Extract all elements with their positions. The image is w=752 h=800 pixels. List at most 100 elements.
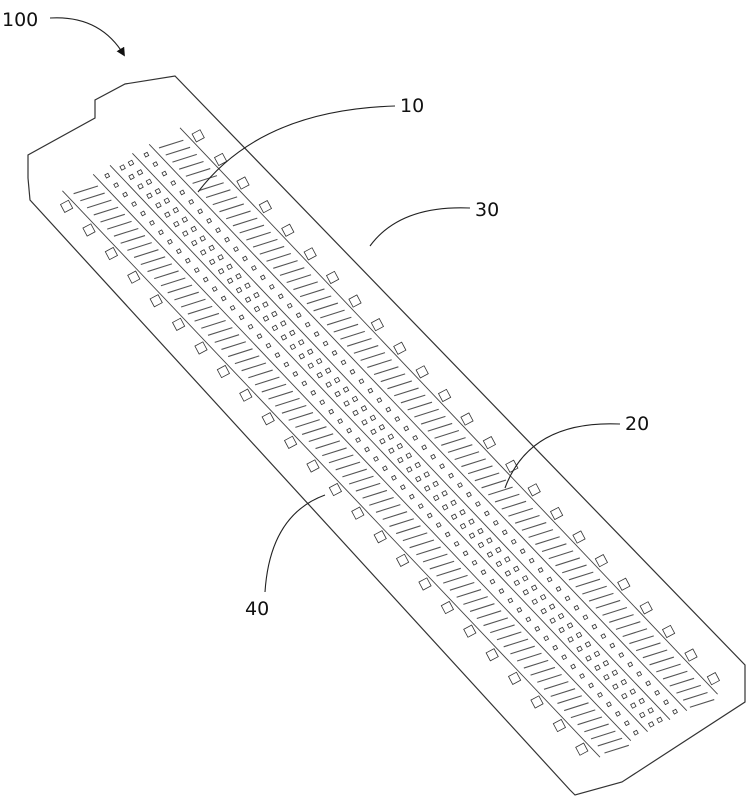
slot <box>181 216 189 223</box>
slot <box>507 597 514 604</box>
slot <box>629 688 637 695</box>
slot <box>492 519 499 526</box>
slot <box>706 672 721 686</box>
slot <box>558 626 565 634</box>
edge-line <box>543 681 569 690</box>
slot <box>370 428 377 436</box>
slot <box>140 210 146 217</box>
slot <box>414 461 421 469</box>
slot <box>457 482 463 489</box>
slot <box>301 380 308 387</box>
edge-line <box>346 337 372 347</box>
edge-line <box>315 440 341 450</box>
edge-line <box>395 525 421 535</box>
slot <box>373 455 379 462</box>
edge-line <box>288 412 314 421</box>
slot <box>137 183 144 190</box>
slot <box>606 701 612 708</box>
slot <box>572 530 586 544</box>
slot <box>630 702 637 709</box>
slot <box>352 409 359 417</box>
slot <box>504 570 512 577</box>
slot <box>421 444 428 451</box>
slot <box>594 554 609 568</box>
slot <box>573 604 580 611</box>
edge-line <box>93 206 119 216</box>
edge-line <box>514 514 540 524</box>
slot <box>226 277 234 284</box>
slot <box>274 352 281 358</box>
slot <box>261 412 275 426</box>
edge-line <box>160 277 186 287</box>
slot <box>557 612 565 620</box>
slot <box>588 682 594 689</box>
slot <box>459 522 467 530</box>
slot <box>399 484 406 491</box>
edge-line <box>689 699 715 708</box>
slot <box>333 376 341 384</box>
slot <box>289 343 297 351</box>
slot <box>537 567 544 573</box>
slot <box>164 211 171 218</box>
edge-line <box>348 475 374 485</box>
slot <box>450 513 458 520</box>
slot <box>367 387 374 394</box>
edge-line <box>588 592 614 602</box>
slot <box>567 636 574 643</box>
edge-line <box>682 691 708 701</box>
slot <box>280 320 287 327</box>
edge-line <box>239 224 265 234</box>
slot <box>376 397 383 404</box>
slot <box>477 541 485 549</box>
slot <box>262 315 270 322</box>
slot <box>239 388 253 402</box>
edge-line <box>275 397 300 407</box>
slot <box>171 317 186 331</box>
slot <box>253 305 261 313</box>
slot <box>281 223 295 237</box>
slot <box>387 433 395 440</box>
edge-line <box>205 189 231 199</box>
slot <box>331 350 338 356</box>
edge-line <box>254 376 280 386</box>
slot <box>534 625 541 632</box>
slot <box>351 395 359 403</box>
edge-line <box>528 529 554 538</box>
edge-line <box>429 560 455 570</box>
slot <box>295 312 302 319</box>
edge-line <box>342 468 367 478</box>
slot <box>382 465 388 472</box>
slot <box>143 151 150 158</box>
edge-line <box>207 327 233 336</box>
edge-line <box>212 196 238 206</box>
slot <box>403 425 410 432</box>
slot <box>175 248 182 255</box>
slot <box>158 229 164 236</box>
edge-line <box>595 599 621 609</box>
slot <box>645 680 652 687</box>
edge-line <box>563 702 589 712</box>
slot <box>632 729 639 736</box>
slot <box>415 365 429 379</box>
slot <box>468 518 475 525</box>
slot <box>152 161 159 168</box>
slot <box>437 388 452 403</box>
slot <box>127 159 135 167</box>
slot <box>530 695 544 709</box>
slot <box>600 633 607 640</box>
slot <box>268 283 275 290</box>
edge-line <box>501 500 527 510</box>
edge-line <box>172 153 197 163</box>
slot <box>388 447 395 454</box>
edge-line <box>165 146 191 156</box>
edge-line <box>456 589 482 598</box>
slot <box>507 671 522 685</box>
slot <box>262 301 269 308</box>
edge-line <box>447 444 473 453</box>
edge-line <box>454 451 480 460</box>
slot <box>495 560 503 568</box>
slot <box>328 408 335 415</box>
slot <box>361 419 368 426</box>
slot <box>307 362 315 369</box>
slot <box>346 427 353 434</box>
